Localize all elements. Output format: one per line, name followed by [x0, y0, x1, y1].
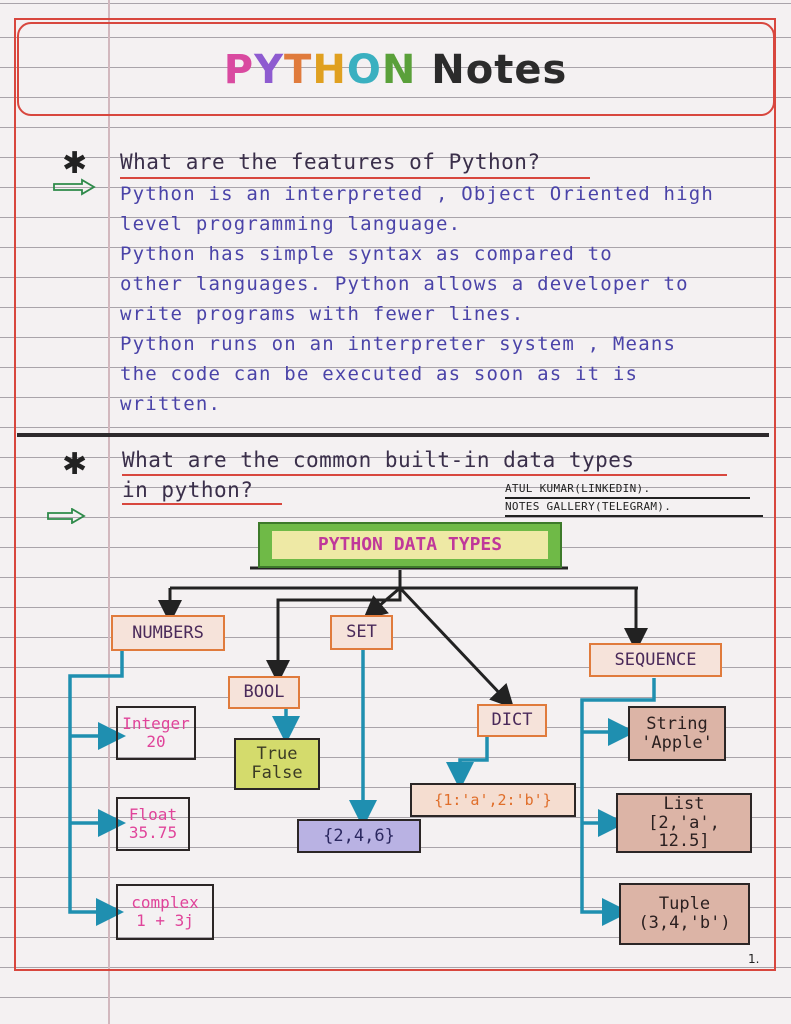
- outline-arrow-icon: [53, 178, 96, 196]
- answer-line: write programs with fewer lines.: [120, 303, 525, 325]
- credit-underline: [505, 497, 750, 499]
- node-complex: complex 1 + 3j: [116, 884, 214, 940]
- title-letter: O: [346, 47, 382, 93]
- node-label: List: [663, 793, 705, 814]
- title-letter: H: [312, 47, 347, 93]
- node-label: complex: [131, 893, 199, 913]
- page-title: PYTHON Notes: [0, 47, 791, 93]
- answer-line: written.: [120, 393, 222, 415]
- answer-line: Python has simple syntax as compared to: [120, 243, 613, 265]
- answer-line: Python is an interpreted , Object Orient…: [120, 183, 715, 205]
- node-value: 20: [146, 732, 166, 751]
- node-bool-values: True False: [234, 738, 320, 790]
- title-rest: Notes: [431, 47, 568, 93]
- node-label: SEQUENCE: [614, 649, 697, 670]
- node-list: List [2,'a', 12.5]: [616, 793, 752, 853]
- node-value: (3,4,'b'): [638, 913, 731, 933]
- answer-line: level programming language.: [120, 213, 462, 235]
- answer-line: other languages. Python allows a develop…: [120, 273, 689, 295]
- node-integer: Integer 20: [116, 706, 196, 760]
- star-bullet-icon: ✱: [62, 146, 88, 181]
- node-label: SET: [346, 622, 377, 643]
- star-bullet-icon: ✱: [62, 447, 88, 482]
- node-label: String: [646, 713, 708, 734]
- question-2: What are the common built-in data types: [122, 448, 635, 472]
- question-underline: [120, 177, 590, 179]
- node-set: SET: [330, 615, 393, 650]
- node-value: False: [251, 763, 303, 783]
- title-letter: Y: [254, 47, 285, 93]
- node-value: 35.75: [128, 823, 178, 842]
- page-border: [14, 18, 776, 971]
- node-value: {2,4,6}: [323, 825, 395, 846]
- node-label: DICT: [491, 710, 533, 731]
- node-sequence: SEQUENCE: [589, 643, 722, 677]
- node-dict-value: {1:'a',2:'b'}: [410, 783, 576, 817]
- node-label: NUMBERS: [132, 622, 204, 643]
- node-label: BOOL: [243, 682, 285, 703]
- root-node-label: PYTHON DATA TYPES: [272, 530, 548, 560]
- node-value: 'Apple': [641, 732, 713, 753]
- root-node-python-data-types: PYTHON DATA TYPES: [258, 522, 562, 568]
- node-label: Tuple: [658, 894, 711, 915]
- node-value: 1 + 3j: [136, 911, 194, 930]
- node-tuple: Tuple (3,4,'b'): [619, 883, 750, 945]
- node-value: True: [256, 744, 298, 765]
- node-numbers: NUMBERS: [111, 615, 225, 651]
- title-letter: N: [381, 47, 417, 93]
- node-set-value: {2,4,6}: [297, 819, 421, 853]
- node-value: [2,'a', 12.5]: [648, 812, 720, 852]
- title-letter: P: [223, 47, 255, 93]
- question-1: What are the features of Python?: [120, 150, 541, 174]
- question-2-cont: in python?: [122, 478, 254, 502]
- answer-line: the code can be executed as soon as it i…: [120, 363, 639, 385]
- credit-telegram: NOTES GALLERY(TELEGRAM).: [505, 500, 672, 513]
- node-label: Float: [128, 805, 178, 825]
- title-box: [17, 22, 775, 116]
- node-label: Integer: [122, 714, 190, 734]
- credit-linkedin: ATUL KUMAR(LINKEDIN).: [505, 482, 651, 495]
- title-letter: T: [284, 47, 313, 93]
- node-string: String 'Apple': [628, 706, 726, 761]
- page-number: 1.: [748, 952, 760, 966]
- answer-line: Python runs on an interpreter system , M…: [120, 333, 677, 355]
- margin-line: [108, 0, 110, 1024]
- question-underline: [122, 474, 727, 476]
- node-value: {1:'a',2:'b'}: [434, 790, 552, 809]
- node-bool: BOOL: [228, 676, 300, 709]
- section-divider: [17, 433, 769, 437]
- outline-arrow-icon: [47, 508, 86, 524]
- node-dict: DICT: [477, 704, 547, 737]
- credit-underline: [505, 515, 763, 517]
- question-underline: [122, 503, 282, 505]
- node-float: Float 35.75: [116, 797, 190, 851]
